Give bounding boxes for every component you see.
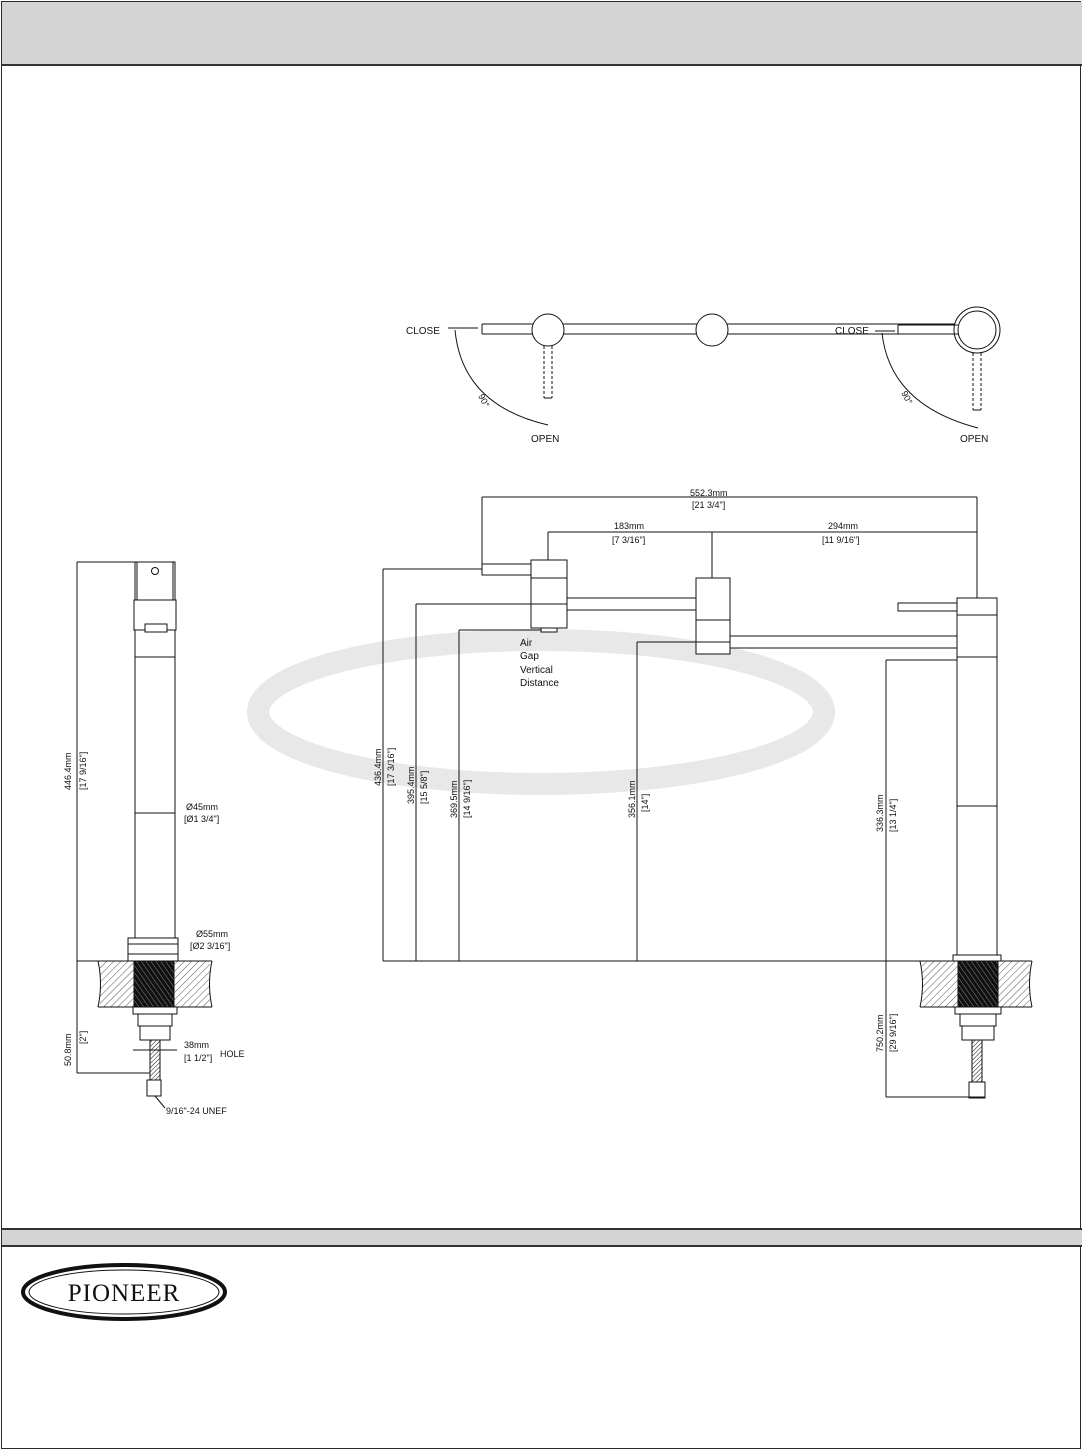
air-gap-line-2: Gap (520, 651, 539, 662)
h4-mm: 356.1mm (627, 780, 637, 818)
right-open-label: OPEN (960, 434, 988, 445)
left-angle-label: 90° (476, 392, 491, 409)
air-gap-line-4: Distance (520, 678, 559, 689)
air-gap-line-3: Vertical (520, 665, 553, 676)
right-angle-label: 90° (899, 389, 914, 406)
arm1-mm: 183mm (614, 521, 644, 531)
base-dia-mm: Ø55mm (196, 929, 228, 939)
title-band (2, 2, 1082, 66)
arm2-mm: 294mm (828, 521, 858, 531)
right-close-label: CLOSE (835, 326, 869, 337)
below-mm: 750.2mm (875, 1014, 885, 1052)
hole-mm: 38mm (184, 1040, 209, 1050)
h3-in: [14 9/16"] (462, 780, 472, 818)
shank-mm: 50.8mm (63, 1033, 73, 1066)
body-dia-mm: Ø45mm (186, 802, 218, 812)
below-in: [29 9/16"] (888, 1014, 898, 1052)
body-dia-in: [Ø1 3/4"] (184, 814, 219, 824)
base-dia-in: [Ø2 3/16"] (190, 941, 230, 951)
h2-mm: 395.4mm (406, 766, 416, 804)
top-view (448, 306, 1001, 429)
pioneer-logo: PIONEER (21, 1263, 227, 1321)
arm2-in: [11 9/16"] (822, 535, 860, 545)
h5-mm: 336.3mm (875, 794, 885, 832)
shank-in: [2"] (78, 1031, 88, 1044)
overall-mm: 552.3mm (690, 488, 728, 498)
h1-mm: 436.4mm (373, 748, 383, 786)
air-gap-line-1: Air (520, 638, 533, 649)
side-height-mm: 446.4mm (63, 752, 73, 790)
hole-in: [1 1/2"] (184, 1053, 212, 1063)
side-height-in: [17 9/16"] (78, 752, 88, 790)
h3-mm: 369.5mm (449, 780, 459, 818)
side-view (76, 561, 213, 1109)
hole-label: HOLE (220, 1049, 245, 1059)
h1-in: [17 3/16"] (386, 748, 396, 786)
logo-text: PIONEER (68, 1280, 181, 1307)
footer-band (2, 1228, 1082, 1247)
h2-in: [15 5/8"] (419, 771, 429, 804)
h4-in: [14"] (640, 794, 650, 812)
left-open-label: OPEN (531, 434, 559, 445)
watermark (247, 629, 835, 795)
front-view (382, 496, 1033, 1099)
arm1-in: [7 3/16"] (612, 535, 645, 545)
h5-in: [13 1/4"] (888, 799, 898, 832)
left-close-label: CLOSE (406, 326, 440, 337)
thread-spec: 9/16"-24 UNEF (166, 1106, 227, 1116)
overall-in: [21 3/4"] (692, 500, 725, 510)
